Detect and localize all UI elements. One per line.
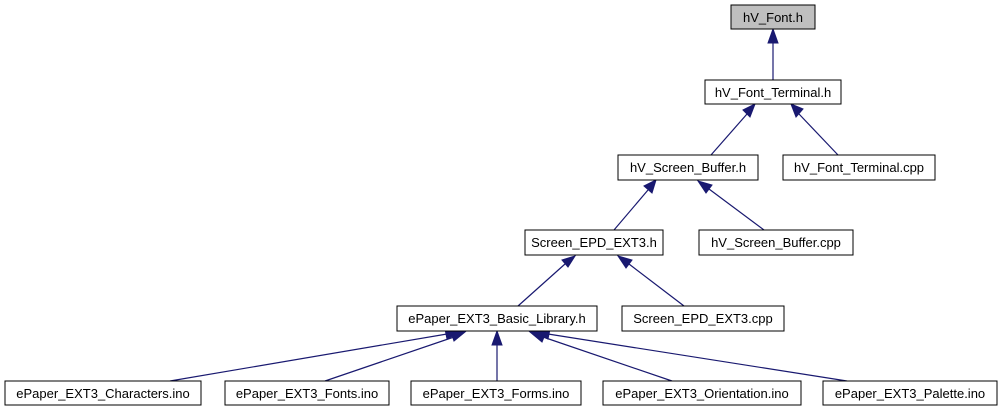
node-label: hV_Font_Terminal.h — [715, 85, 831, 100]
node-screen-epd-ext3-cpp[interactable]: Screen_EPD_EXT3.cpp — [621, 305, 785, 332]
node-label: ePaper_EXT3_Fonts.ino — [236, 386, 378, 401]
node-label: hV_Font.h — [743, 10, 803, 25]
node-epaper-ext3-forms-ino[interactable]: ePaper_EXT3_Forms.ino — [410, 380, 582, 406]
edge-screen-buffer-h-to-font-terminal-h — [710, 102, 756, 156]
node-label: Screen_EPD_EXT3.cpp — [633, 311, 772, 326]
edge-palette-ino-to-basic-library-h — [533, 328, 848, 382]
node-epaper-ext3-orientation-ino[interactable]: ePaper_EXT3_Orientation.ino — [602, 380, 802, 406]
node-epaper-ext3-characters-ino[interactable]: ePaper_EXT3_Characters.ino — [4, 380, 202, 406]
node-label: ePaper_EXT3_Forms.ino — [423, 386, 570, 401]
edges-layer — [169, 27, 848, 382]
edge-orientation-ino-to-basic-library-h — [528, 331, 673, 382]
edge-font-terminal-cpp-to-font-terminal-h — [790, 103, 839, 156]
edge-screen-epd-cpp-to-screen-epd-h — [616, 255, 685, 307]
edge-screen-epd-h-to-screen-buffer-h — [613, 179, 657, 231]
node-hv-font-h[interactable]: hV_Font.h — [730, 4, 816, 30]
edge-basic-library-h-to-screen-epd-h — [517, 255, 577, 307]
node-hv-font-terminal-h[interactable]: hV_Font_Terminal.h — [704, 79, 842, 105]
node-epaper-ext3-palette-ino[interactable]: ePaper_EXT3_Palette.ino — [822, 380, 998, 406]
node-label: ePaper_EXT3_Basic_Library.h — [408, 311, 586, 326]
edge-characters-ino-to-basic-library-h — [169, 328, 462, 382]
node-label: ePaper_EXT3_Characters.ino — [16, 386, 189, 401]
node-label: Screen_EPD_EXT3.h — [531, 235, 657, 250]
node-epaper-ext3-basic-library-h[interactable]: ePaper_EXT3_Basic_Library.h — [396, 305, 598, 332]
edge-font-terminal-h-to-font-h — [767, 27, 779, 80]
node-label: ePaper_EXT3_Palette.ino — [835, 386, 985, 401]
node-hv-screen-buffer-h[interactable]: hV_Screen_Buffer.h — [617, 154, 759, 181]
node-epaper-ext3-fonts-ino[interactable]: ePaper_EXT3_Fonts.ino — [224, 380, 390, 406]
node-label: hV_Font_Terminal.cpp — [794, 160, 924, 175]
node-label: hV_Screen_Buffer.h — [630, 160, 746, 175]
edge-fonts-ino-to-basic-library-h — [324, 331, 467, 382]
node-label: ePaper_EXT3_Orientation.ino — [615, 386, 788, 401]
node-label: hV_Screen_Buffer.cpp — [711, 235, 841, 250]
node-hv-screen-buffer-cpp[interactable]: hV_Screen_Buffer.cpp — [698, 229, 854, 256]
node-hv-font-terminal-cpp[interactable]: hV_Font_Terminal.cpp — [782, 154, 936, 181]
edge-forms-ino-to-basic-library-h — [491, 329, 503, 381]
edge-screen-buffer-cpp-to-screen-buffer-h — [696, 180, 765, 231]
node-screen-epd-ext3-h[interactable]: Screen_EPD_EXT3.h — [524, 229, 664, 256]
